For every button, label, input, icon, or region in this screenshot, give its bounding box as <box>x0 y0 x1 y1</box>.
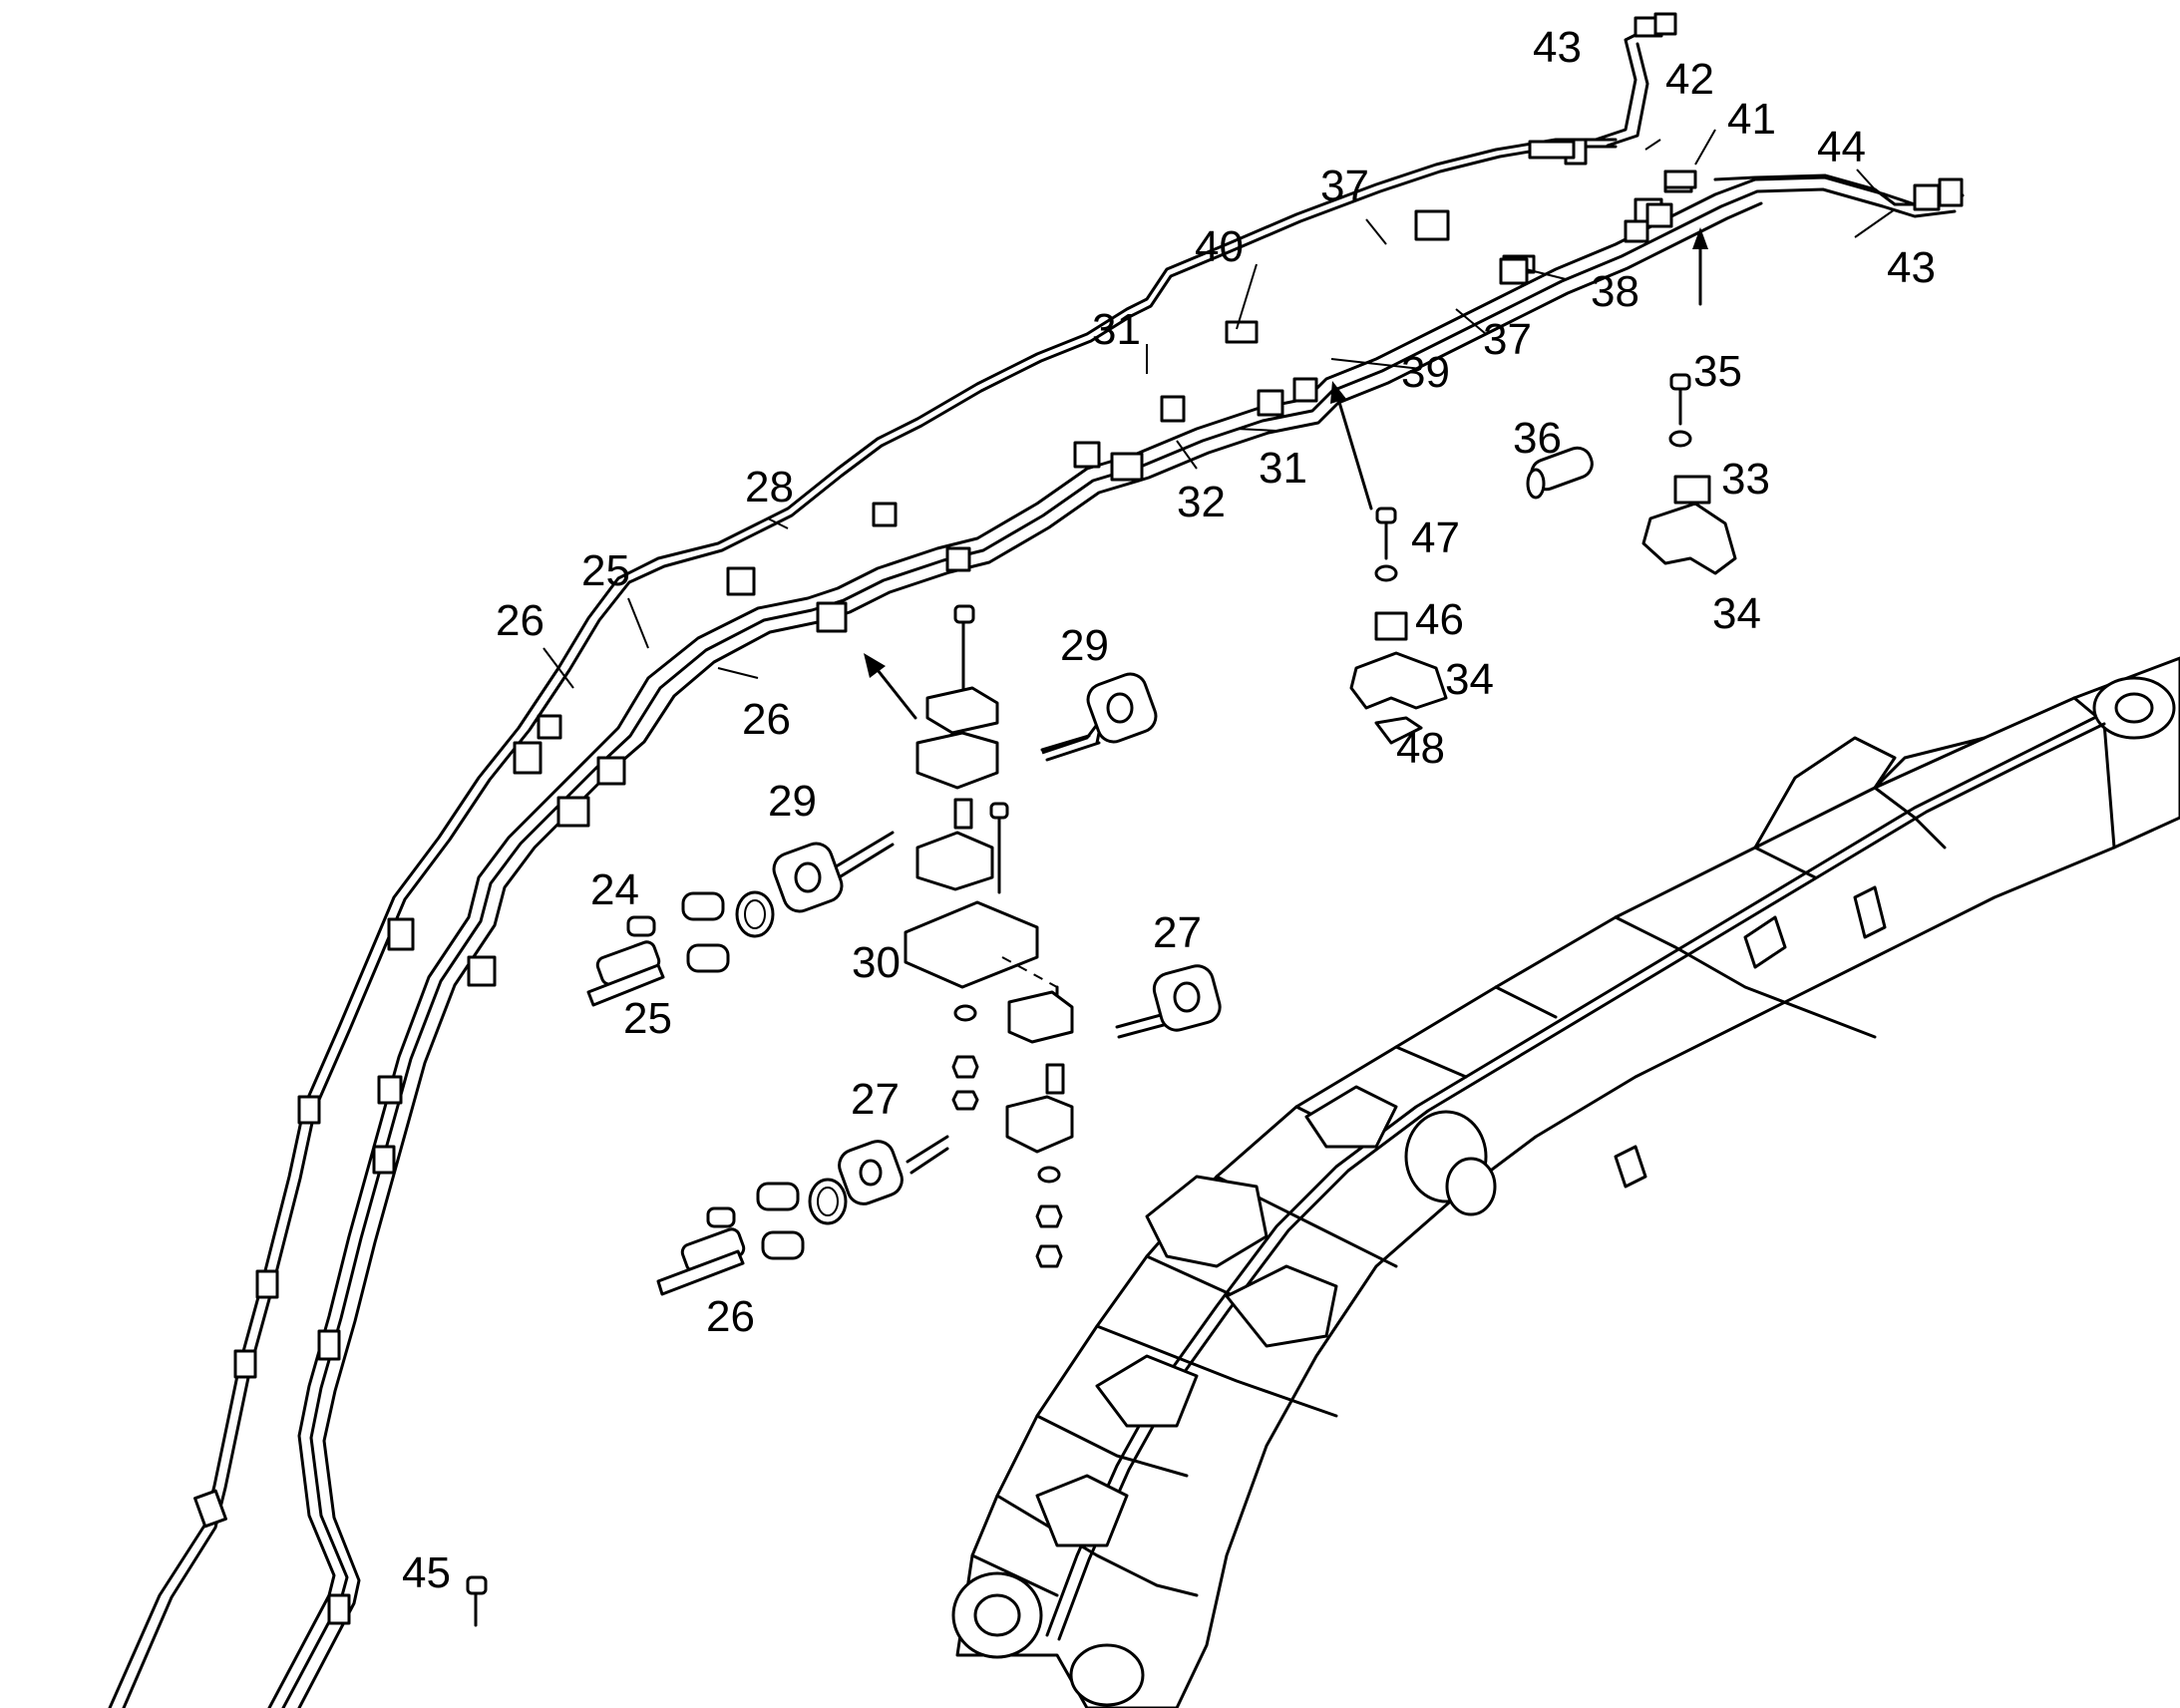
callout-46: 46 <box>1415 595 1464 644</box>
callout-34-mid: 34 <box>1445 655 1494 704</box>
part-flange-29-lower <box>772 831 895 913</box>
callout-36: 36 <box>1513 414 1562 463</box>
part-flange-27-lower <box>838 1135 949 1205</box>
callout-41: 41 <box>1727 95 1776 144</box>
callout-40: 40 <box>1195 222 1244 271</box>
part-spacer-36 <box>1526 446 1594 500</box>
part-flange-27-upper <box>1115 964 1222 1039</box>
callout-labels: 43 42 41 44 43 37 40 38 37 31 39 35 36 3… <box>402 23 1936 1597</box>
leader-lines <box>543 129 1896 689</box>
callout-37-top: 37 <box>1320 162 1369 210</box>
callout-26-bottom: 26 <box>706 1292 755 1341</box>
callout-43-top: 43 <box>1533 23 1582 72</box>
part-clamp-assembly-30 <box>904 604 1074 1268</box>
callout-34-top: 34 <box>1712 589 1761 638</box>
callout-28: 28 <box>745 463 794 512</box>
callout-42: 42 <box>1665 55 1714 104</box>
callout-26-left: 26 <box>496 596 545 645</box>
part-fitting-24-25 <box>586 890 775 1007</box>
callout-45: 45 <box>402 1548 451 1597</box>
callout-43-right: 43 <box>1887 243 1936 292</box>
part-flange-29-upper <box>1040 672 1158 762</box>
part-fitting-26 <box>656 1178 848 1296</box>
callout-32: 32 <box>1177 478 1226 526</box>
callout-44: 44 <box>1817 123 1866 171</box>
callout-29-mid: 29 <box>768 777 817 826</box>
callout-37-mid: 37 <box>1483 315 1532 364</box>
callout-33: 33 <box>1721 455 1770 504</box>
boom-arm <box>951 656 2180 1708</box>
hose-clamps <box>193 138 1693 1625</box>
callout-29-top: 29 <box>1060 621 1109 670</box>
callout-25-top: 25 <box>581 546 630 595</box>
callout-35: 35 <box>1693 347 1742 396</box>
part-clamp-46-34-48 <box>1349 507 1448 745</box>
callout-31-mid: 31 <box>1259 444 1307 493</box>
part-bolt-45 <box>466 1575 488 1627</box>
callout-38: 38 <box>1591 267 1639 316</box>
callout-25-bottom: 25 <box>623 994 672 1043</box>
callout-48: 48 <box>1396 724 1445 773</box>
callout-24: 24 <box>590 865 639 914</box>
callout-27-upper: 27 <box>1153 908 1202 957</box>
part-clamp-33-34 <box>1641 373 1737 575</box>
hose-line-outer <box>108 138 1618 1708</box>
callout-27-lower: 27 <box>851 1075 900 1124</box>
callout-26-mid: 26 <box>742 695 791 744</box>
callout-30: 30 <box>852 938 901 987</box>
direction-arrows <box>864 227 1708 720</box>
callout-31-top: 31 <box>1092 305 1141 354</box>
callout-39: 39 <box>1401 348 1450 397</box>
callout-47: 47 <box>1411 513 1460 562</box>
